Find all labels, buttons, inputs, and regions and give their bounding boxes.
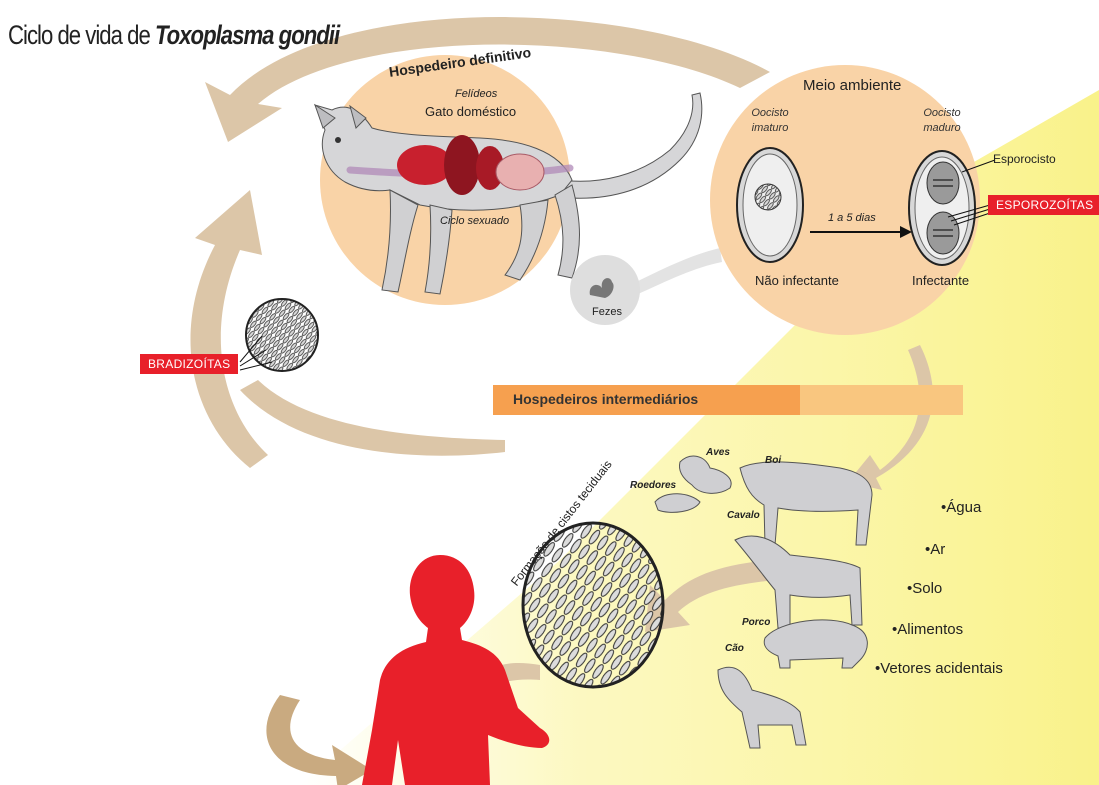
cattle-label: Boi bbox=[765, 455, 781, 466]
mature-oocyst-label: Oocisto maduro bbox=[912, 106, 972, 136]
non-infective-label: Não infectante bbox=[755, 273, 839, 288]
sporocyst-label: Esporocisto bbox=[993, 152, 1056, 166]
sporozoites-tag: ESPOROZOÍTAS bbox=[988, 195, 1099, 215]
arrow-hosts-to-left bbox=[240, 380, 505, 456]
development-time-label: 1 a 5 dias bbox=[828, 212, 876, 224]
definitive-host-family: Felídeos bbox=[455, 88, 497, 100]
source-item-air: •Ar bbox=[925, 541, 945, 558]
title-species: Toxoplasma gondii bbox=[155, 20, 339, 50]
source-item-vectors: •Vetores acidentais bbox=[875, 660, 1003, 677]
birds-label: Aves bbox=[706, 447, 730, 458]
feces-label: Fezes bbox=[592, 306, 622, 318]
immature-oocyst-illustration bbox=[737, 148, 803, 262]
sexual-cycle-label: Ciclo sexuado bbox=[440, 215, 509, 227]
intermediate-hosts-banner: Hospedeiros intermediários bbox=[513, 391, 698, 407]
definitive-host-example: Gato doméstico bbox=[425, 104, 516, 119]
infective-label: Infectante bbox=[912, 273, 969, 288]
source-item-soil: •Solo bbox=[907, 580, 942, 597]
rodents-label: Roedores bbox=[630, 480, 676, 491]
page-title: Ciclo de vida de Toxoplasma gondii bbox=[8, 20, 339, 51]
horse-label: Cavalo bbox=[727, 510, 760, 521]
bradyzoites-tag: BRADIZOÍTAS bbox=[140, 354, 238, 374]
dog-label: Cão bbox=[725, 643, 744, 654]
immature-oocyst-label: Oocisto imaturo bbox=[740, 106, 800, 136]
intermediate-hosts-banner-fade bbox=[800, 385, 963, 415]
source-item-food: •Alimentos bbox=[892, 621, 963, 638]
title-prefix: Ciclo de vida de bbox=[8, 20, 155, 50]
source-item-water: •Água bbox=[941, 499, 981, 516]
bradyzoite-cyst-illustration bbox=[240, 299, 318, 371]
pig-label: Porco bbox=[742, 617, 770, 628]
environment-heading: Meio ambiente bbox=[803, 77, 901, 94]
